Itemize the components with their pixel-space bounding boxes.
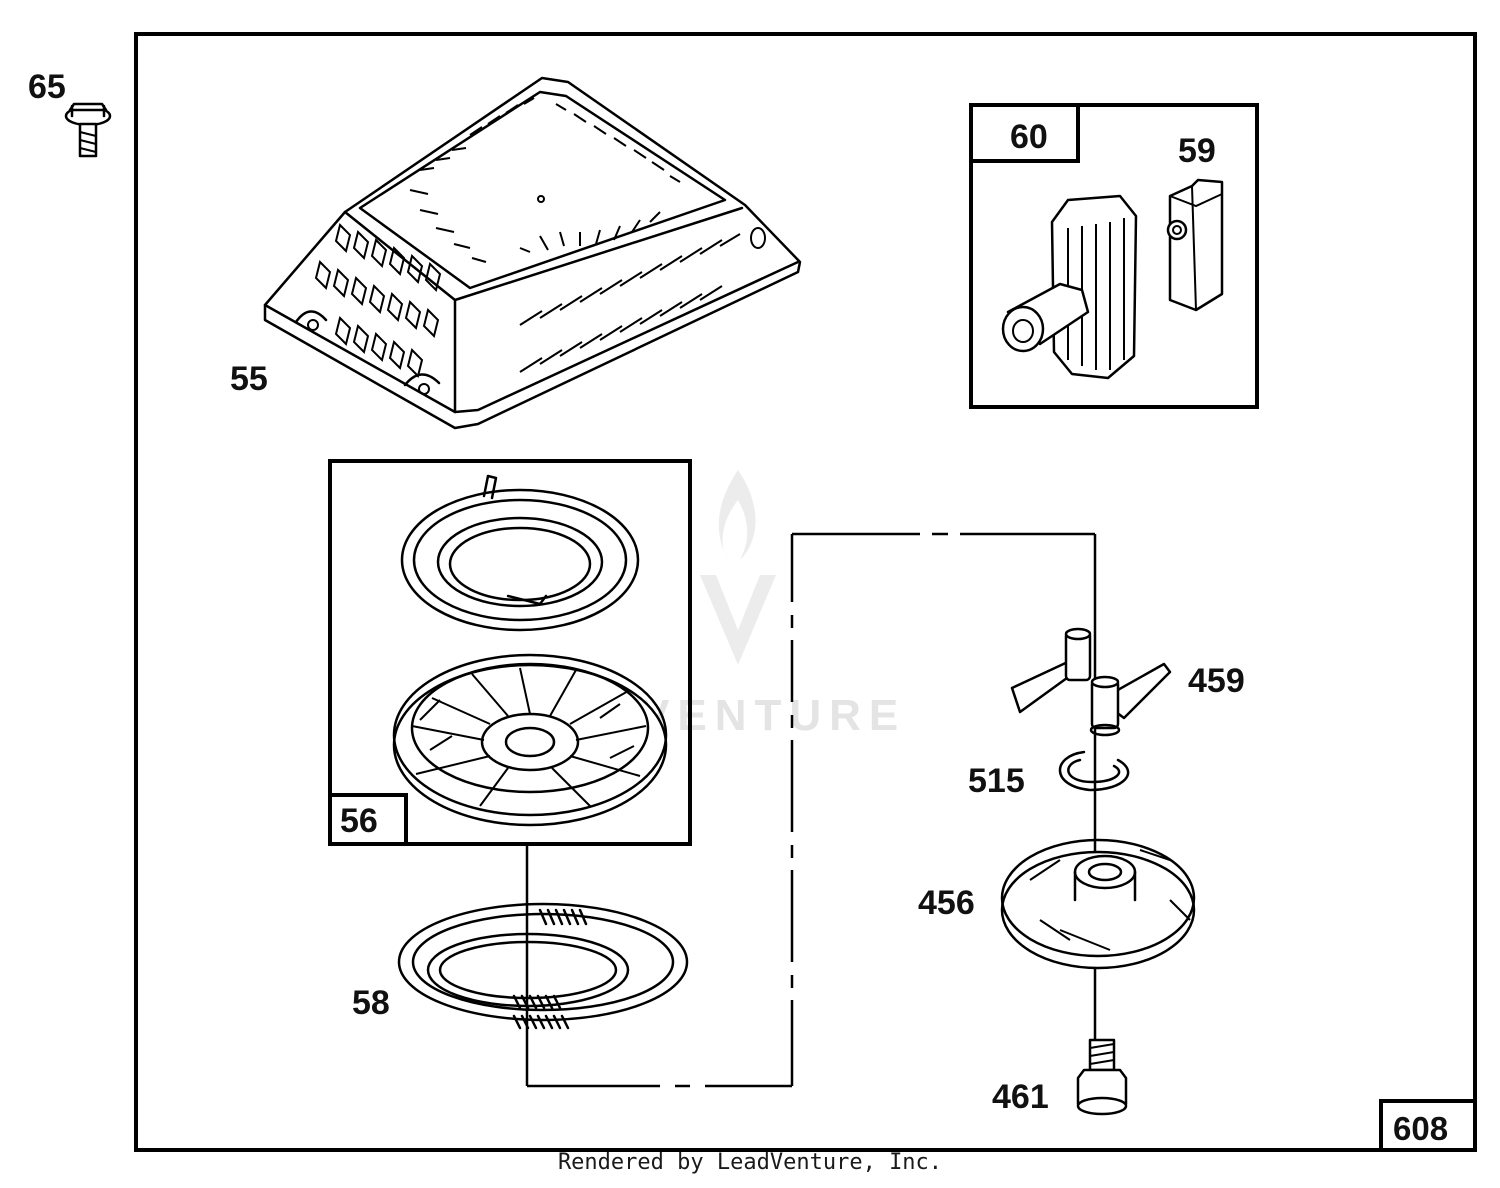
- callout-608: 608: [1393, 1110, 1448, 1147]
- ratchet-456: [1000, 838, 1196, 970]
- callout-515: 515: [968, 762, 1025, 800]
- pulley: [392, 653, 668, 827]
- switch-60: [1001, 194, 1138, 380]
- watermark-logo: VENTURE: [640, 470, 906, 740]
- inset-label-box-56: [328, 793, 408, 846]
- inset-label-box-60: [969, 103, 1080, 163]
- callout-461: 461: [992, 1078, 1049, 1116]
- watermark-text: VENTURE: [640, 691, 906, 740]
- starter-dog-459: [1010, 627, 1172, 737]
- callout-58: 58: [352, 984, 390, 1022]
- inset-box-56: [328, 459, 692, 846]
- callout-459: 459: [1188, 662, 1245, 700]
- screw-461: [1076, 1038, 1128, 1116]
- rewind-spring: [400, 474, 640, 632]
- callout-55: 55: [230, 360, 268, 398]
- footer-credit: Rendered by LeadVenture, Inc.: [557, 1150, 943, 1175]
- leader-lines: [525, 532, 1097, 1088]
- bracket-59: [1166, 178, 1224, 312]
- starter-rope-58: [397, 902, 689, 1030]
- inset-box-60: [969, 103, 1259, 409]
- callout-59: 59: [1178, 132, 1216, 170]
- callout-60: 60: [1010, 118, 1048, 156]
- blower-housing-55: [263, 76, 802, 430]
- group-label-box-608: [1379, 1099, 1477, 1152]
- diagram-frame: [134, 32, 1477, 1152]
- callout-65: 65: [28, 68, 66, 106]
- retainer-ring-515: [1058, 750, 1130, 792]
- callout-56: 56: [340, 802, 378, 840]
- bolt-65: [64, 102, 112, 158]
- callout-456: 456: [918, 884, 975, 922]
